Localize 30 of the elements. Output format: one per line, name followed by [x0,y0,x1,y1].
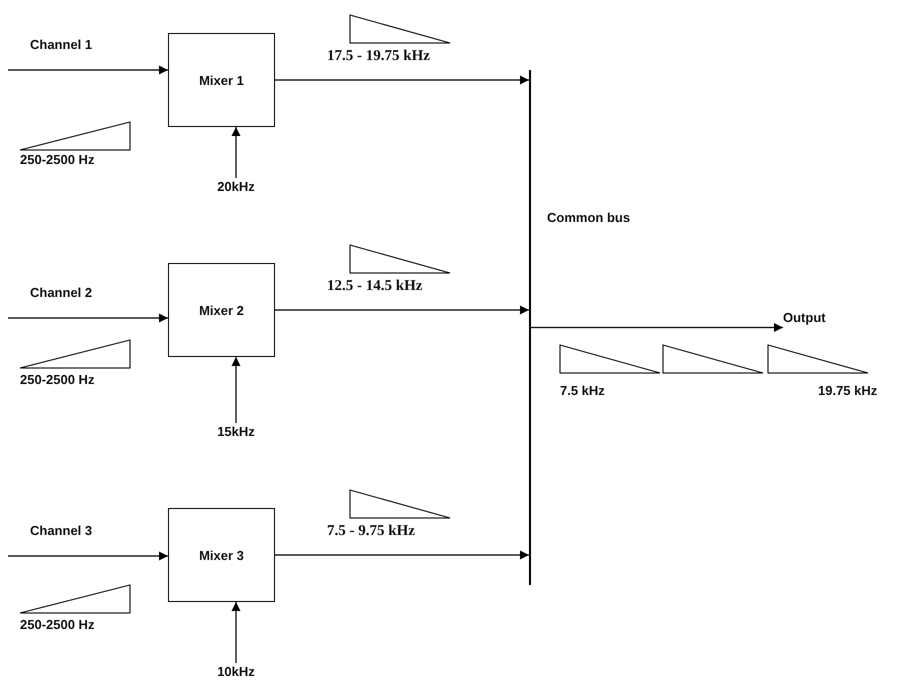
node-text: 10kHz [217,664,255,679]
mixer-box [168,33,275,127]
arrow [275,550,529,560]
frequency-label: 250-2500 Hz [20,152,94,167]
arrow [8,314,168,322]
arrow [8,66,168,74]
frequency-label: 19.75 kHz [818,383,878,398]
arrow [275,306,529,314]
arrow [232,127,240,178]
node-text: Mixer 1 [199,72,244,88]
frequency-label: 7.5 kHz [560,383,605,398]
bus-label: Common bus [547,210,630,225]
node-text: Mixer 2 [199,302,244,318]
arrow [531,323,783,332]
arrow [8,552,168,560]
bus-line [529,70,531,585]
node-text: Output [783,310,826,325]
arrow [232,602,240,663]
node-text: Channel 2 [30,285,92,300]
node-text: Mixer 3 [199,548,244,562]
node-text: Channel 3 [30,523,92,538]
arrow [275,76,529,84]
arrow [232,357,240,423]
mixer-box [168,263,275,357]
node-text: 20kHz [217,179,255,194]
frequency-label: 250-2500 Hz [20,617,94,632]
node-text: Channel 1 [30,37,92,52]
node-text: 15kHz [217,424,255,439]
mixer-box [168,508,275,602]
frequency-label: 250-2500 Hz [20,372,94,387]
